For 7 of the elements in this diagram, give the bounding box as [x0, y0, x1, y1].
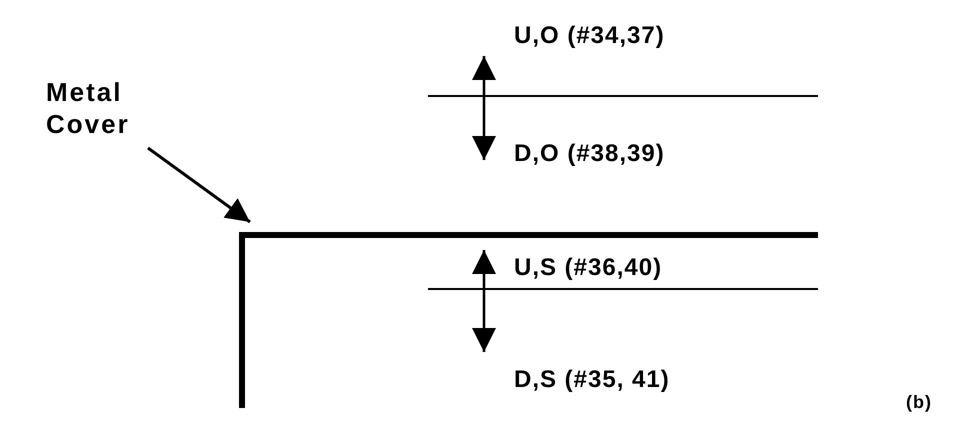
direction-label: U,O (#34,37) — [514, 22, 665, 50]
part-label: Metal Cover — [46, 76, 196, 140]
leader-arrow — [147, 146, 251, 224]
direction-label: D,S (#35, 41) — [514, 366, 670, 394]
direction-label: U,S (#36,40) — [514, 254, 662, 282]
direction-label: D,O (#38,39) — [514, 140, 665, 168]
panel-label: (b) — [906, 392, 932, 413]
